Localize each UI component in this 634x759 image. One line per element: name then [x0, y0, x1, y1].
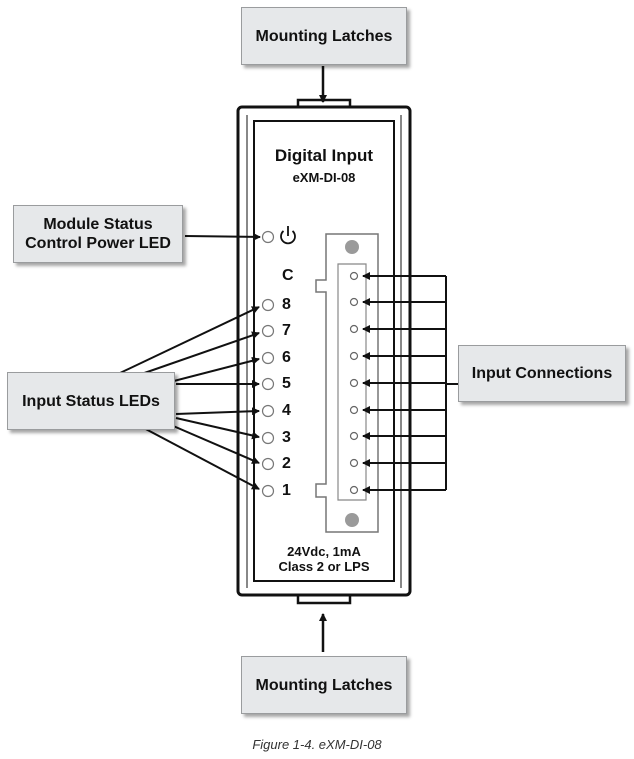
mounting-latches-bottom-callout: Mounting Latches — [241, 656, 407, 714]
power-led — [261, 230, 275, 244]
led-5 — [261, 377, 275, 391]
connector-screw-top — [345, 240, 359, 254]
rating-line1: 24Vdc, 1mA — [287, 544, 361, 559]
input-status-arrows — [119, 306, 260, 490]
power-icon — [280, 226, 296, 245]
module-model: eXM-DI-08 — [292, 170, 356, 185]
led-label-1: 1 — [282, 482, 291, 499]
led-label-2: 2 — [282, 455, 291, 472]
module-status-callout: Module Status Control Power LED — [13, 205, 183, 263]
led-2 — [261, 457, 275, 471]
callout-label: Input Status LEDs — [22, 392, 160, 410]
input-connection-arrows — [362, 272, 458, 494]
led-4 — [261, 404, 275, 418]
rating-line2: Class 2 or LPS — [278, 559, 370, 574]
led-label-4: 4 — [282, 402, 291, 419]
terminal-connector — [315, 233, 379, 533]
mounting-latches-top-callout: Mounting Latches — [241, 7, 407, 65]
common-label: C — [282, 267, 294, 284]
led-8 — [261, 298, 275, 312]
led-6 — [261, 351, 275, 365]
figure-caption: Figure 1-4. eXM-DI-08 — [252, 737, 382, 752]
module-title: Digital Input — [274, 146, 374, 165]
led-circles — [261, 230, 275, 498]
module-status-arrow — [184, 232, 261, 241]
led-label-5: 5 — [282, 375, 291, 392]
led-1 — [261, 484, 275, 498]
led-label-3: 3 — [282, 429, 291, 446]
input-connections-callout: Input Connections — [458, 345, 626, 402]
input-status-leds-callout: Input Status LEDs — [7, 372, 175, 430]
led-label-8: 8 — [282, 296, 291, 313]
callout-label: Input Connections — [471, 365, 613, 382]
led-label-7: 7 — [282, 322, 291, 339]
callout-label-line2: Control Power LED — [25, 235, 171, 252]
callout-label: Mounting Latches — [255, 676, 393, 694]
callout-label: Mounting Latches — [255, 27, 393, 45]
terminal-holes — [349, 271, 359, 495]
callout-label-line1: Module Status — [43, 216, 153, 233]
connector-screw-bottom — [345, 513, 359, 527]
led-3 — [261, 431, 275, 445]
led-label-6: 6 — [282, 349, 291, 366]
led-7 — [261, 324, 275, 338]
